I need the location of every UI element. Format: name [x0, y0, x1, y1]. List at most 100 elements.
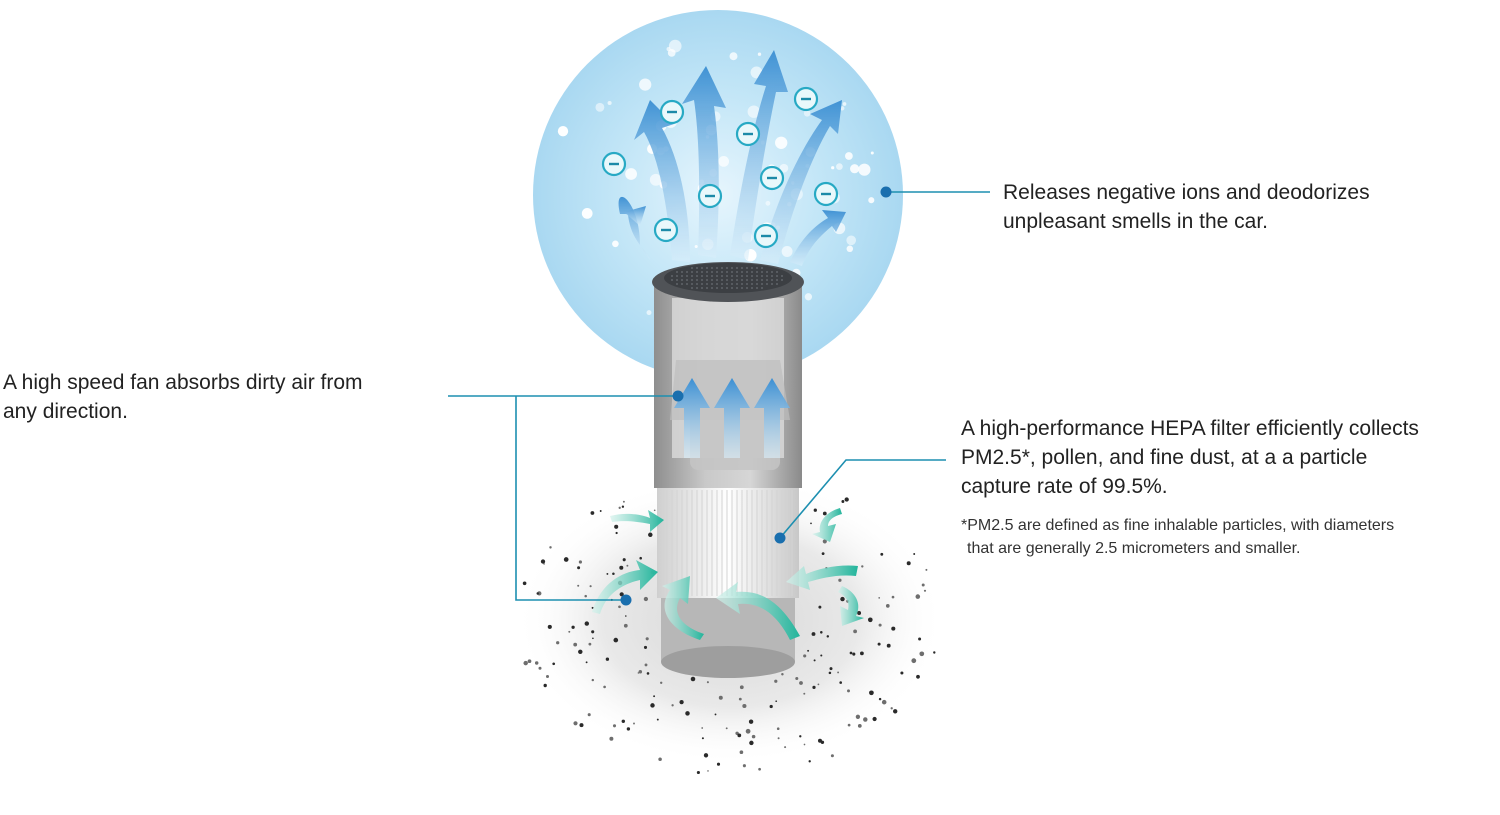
- air-bubble: [765, 200, 771, 206]
- dust-particle: [527, 659, 532, 664]
- footnote-line: *PM2.5 are defined as fine inhalable par…: [961, 517, 1395, 534]
- dust-particle: [923, 589, 927, 592]
- negative-ion-icon: [697, 183, 723, 209]
- intake-arrow: [610, 510, 664, 532]
- dust-particle: [891, 626, 896, 631]
- dust-particle: [847, 723, 851, 727]
- air-bubble: [803, 109, 811, 117]
- dust-particle: [808, 760, 811, 763]
- dust-particle: [829, 667, 833, 671]
- callout-line: A high-performance HEPA filter efficient…: [961, 417, 1419, 440]
- dust-particle: [639, 556, 642, 560]
- dust-particle: [589, 585, 592, 588]
- dust-particle: [748, 719, 754, 724]
- negative-ion-icon: [793, 86, 819, 112]
- negative-ion-icon: [653, 217, 679, 243]
- dust-particle: [803, 743, 806, 746]
- dust-particle: [737, 733, 742, 738]
- dust-particle: [742, 703, 747, 709]
- dust-particle: [626, 727, 631, 731]
- dust-particle: [885, 604, 890, 608]
- air-bubble: [729, 52, 738, 61]
- air-bubble: [846, 245, 854, 253]
- dust-particle: [893, 709, 898, 714]
- dust-particle: [540, 559, 546, 564]
- dust-particle: [714, 713, 717, 716]
- dust-particle: [545, 674, 550, 679]
- dust-particle: [751, 734, 756, 739]
- dust-particle: [869, 690, 874, 696]
- air-bubble: [607, 100, 612, 106]
- dust-particle: [578, 560, 582, 564]
- leader-dot-ions: [880, 186, 892, 198]
- dust-particle: [803, 692, 806, 695]
- dust-particle: [918, 637, 922, 641]
- dust-particle: [739, 685, 744, 690]
- outflow-arrow: [634, 100, 690, 262]
- dust-particle: [837, 671, 840, 674]
- dust-particle: [619, 565, 624, 570]
- leader-dots: [620, 186, 892, 606]
- intake-arrows: [592, 508, 864, 640]
- dust-particle: [745, 728, 751, 734]
- dust-particle: [838, 578, 842, 582]
- dust-particle: [536, 592, 539, 595]
- dust-particle: [587, 713, 591, 717]
- air-bubble: [868, 197, 875, 204]
- air-bubble: [646, 310, 652, 316]
- dust-particle: [849, 651, 853, 655]
- dust-particle: [774, 679, 778, 683]
- negative-ion-icon: [813, 181, 839, 207]
- dust-particle: [841, 500, 845, 503]
- dust-particle: [925, 568, 928, 571]
- dust-particle: [738, 697, 742, 701]
- top-grille: [664, 263, 792, 293]
- dust-particle: [890, 707, 893, 710]
- dust-particle: [863, 717, 868, 722]
- dust-particle: [633, 722, 635, 725]
- dust-particle: [648, 532, 653, 538]
- dust-particle: [878, 697, 882, 701]
- dust-particle: [725, 727, 728, 730]
- dust-particle: [844, 497, 849, 502]
- leader-dot-hepa: [774, 532, 786, 544]
- air-bubble: [666, 47, 671, 52]
- dust-particle: [877, 642, 881, 646]
- internal-arrow: [714, 378, 750, 458]
- air-bubble: [836, 163, 843, 170]
- dust-particle: [701, 727, 704, 729]
- callout-line: A high speed fan absorbs dirty air from: [3, 371, 363, 394]
- dust-particle: [822, 539, 827, 544]
- dust-particle: [921, 583, 925, 587]
- dust-particle: [886, 643, 891, 648]
- dust-particle: [811, 632, 816, 636]
- dust-particle: [573, 721, 578, 726]
- negative-ions: [601, 86, 839, 249]
- callout-line: unpleasant smells in the car.: [1003, 210, 1268, 233]
- internal-airflow-arrows: [674, 378, 790, 458]
- air-bubble: [667, 49, 676, 57]
- dust-particle: [592, 637, 594, 640]
- outflow-arrow: [730, 50, 788, 260]
- air-bubble: [694, 244, 698, 249]
- leader-lines: [448, 191, 990, 601]
- dust-particle: [853, 629, 858, 634]
- dust-particle: [706, 681, 709, 684]
- dust-particle: [618, 605, 621, 609]
- dust-particle: [584, 594, 587, 598]
- dust-particle: [590, 511, 595, 515]
- dust-particle: [810, 522, 812, 525]
- dust-particle: [855, 714, 861, 719]
- dust-particle: [799, 735, 802, 738]
- leader-dot-fan: [672, 390, 684, 402]
- dust-particle: [820, 654, 823, 657]
- dust-particle: [813, 659, 816, 662]
- negative-ion-icon: [659, 99, 685, 125]
- dust-particle: [650, 703, 655, 708]
- dust-particle: [549, 546, 552, 549]
- intake-arrow: [716, 582, 800, 640]
- intake-arrow: [662, 576, 704, 640]
- dust-particle: [840, 596, 845, 602]
- dust-particle: [622, 500, 625, 503]
- dust-particle: [784, 746, 787, 749]
